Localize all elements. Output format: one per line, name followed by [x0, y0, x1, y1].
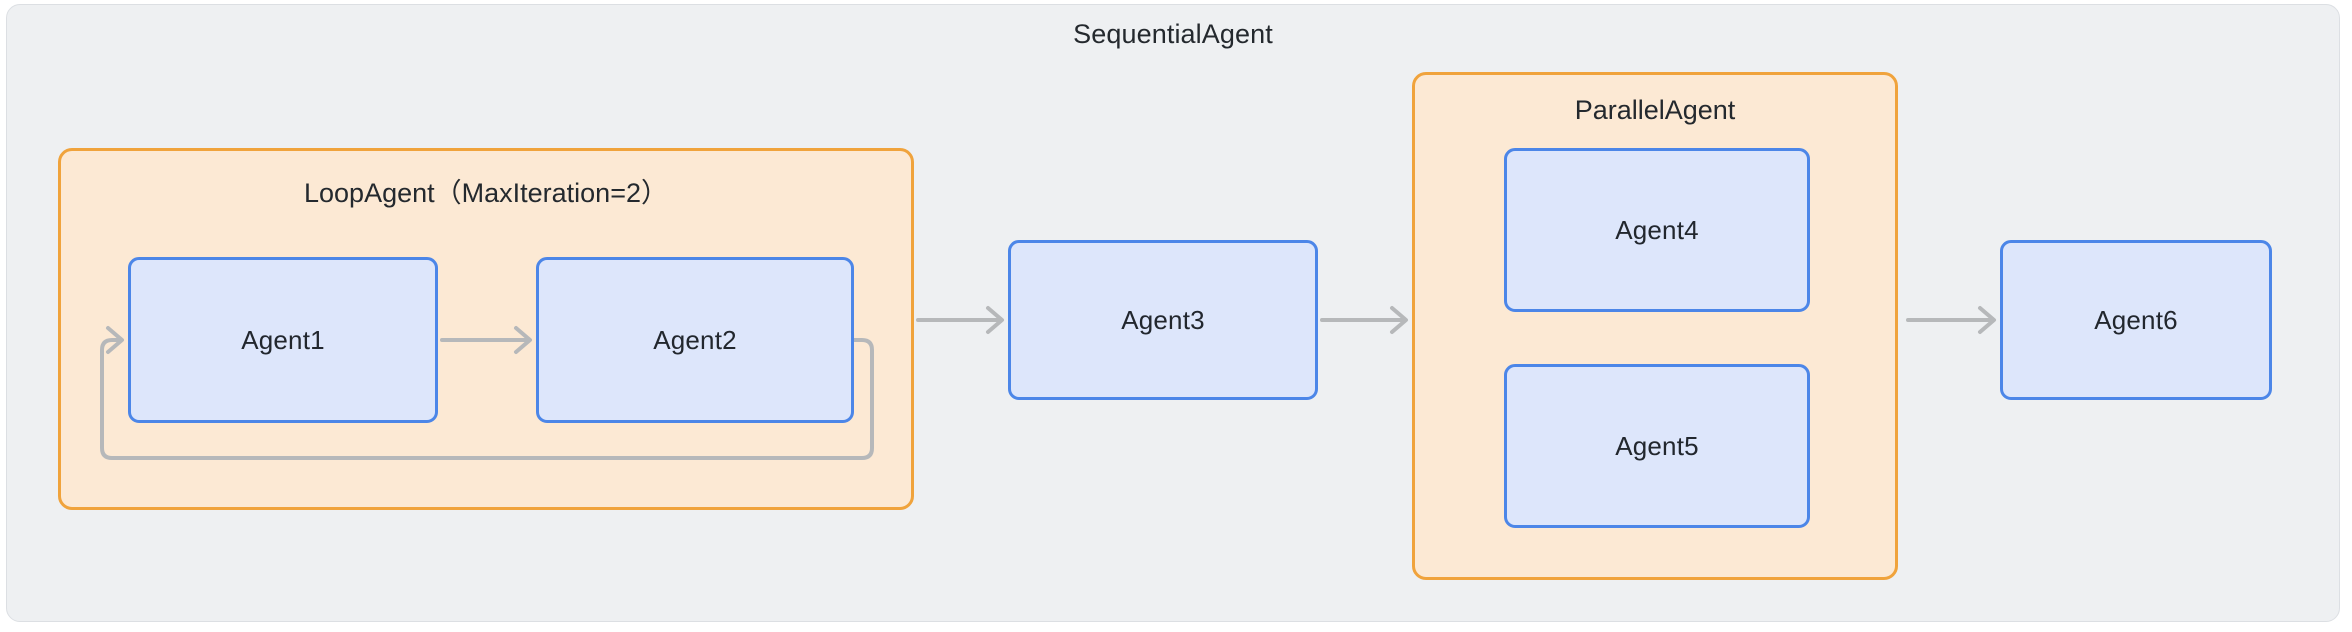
agent-node-agent6[interactable]: Agent6 — [2000, 240, 2272, 400]
agent-node-label: Agent1 — [241, 324, 325, 355]
agent-node-agent3[interactable]: Agent3 — [1008, 240, 1318, 400]
agent-node-agent1[interactable]: Agent1 — [128, 257, 438, 423]
agent-node-agent5[interactable]: Agent5 — [1504, 364, 1810, 528]
agent-node-label: Agent6 — [2094, 304, 2178, 335]
agent-node-agent4[interactable]: Agent4 — [1504, 148, 1810, 312]
agent-node-label: Agent2 — [653, 324, 737, 355]
sequential-agent-title: SequentialAgent — [1073, 19, 1273, 49]
parallel-agent-title: ParallelAgent — [1574, 95, 1736, 125]
loop-agent-title: LoopAgent（MaxIteration=2） — [304, 178, 668, 208]
agent-node-label: Agent3 — [1121, 304, 1205, 335]
agent-node-agent2[interactable]: Agent2 — [536, 257, 854, 423]
agent-node-label: Agent5 — [1615, 430, 1699, 461]
agent-node-label: Agent4 — [1615, 214, 1699, 245]
